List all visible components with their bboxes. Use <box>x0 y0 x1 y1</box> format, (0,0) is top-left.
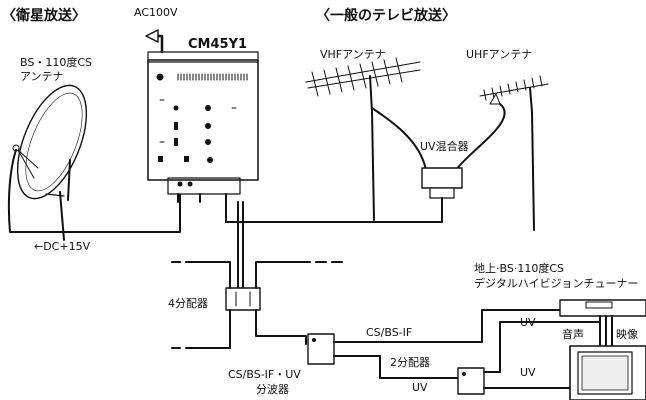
separator-box <box>307 333 335 365</box>
power-plug-icon <box>145 29 164 54</box>
uv-mixer-box <box>421 167 463 199</box>
tuner-label-2: デジタルハイビジョンチューナー <box>474 277 639 290</box>
video-label: 映像 <box>616 328 638 341</box>
booster-model-label: CM45Y1 <box>188 37 248 52</box>
tv-icon <box>569 345 646 400</box>
uhf-antenna-icon <box>479 75 549 231</box>
uv-label-right: UV <box>520 366 536 379</box>
dc-feed-label: ←DC+15V <box>34 240 91 253</box>
four-way-splitter-label: 4分配器 <box>168 297 208 310</box>
two-way-splitter-box <box>457 367 485 395</box>
uv-mixer-label: UV混合器 <box>420 140 469 153</box>
bs-cs-antenna-label-2: アンテナ <box>20 70 64 83</box>
audio-label: 音声 <box>562 328 584 341</box>
uhf-antenna-label: UHFアンテナ <box>466 48 533 61</box>
booster-unit <box>147 51 259 203</box>
cs-bs-if-label: CS/BS-IF <box>366 326 413 339</box>
vhf-antenna-icon <box>305 57 421 221</box>
satellite-header: 〈衛星放送〉 <box>2 8 86 24</box>
uv-label-top: UV <box>520 316 536 329</box>
tuner-box <box>559 299 646 347</box>
terrestrial-header: 〈一般のテレビ放送〉 <box>316 8 456 24</box>
satellite-dish-icon <box>12 84 88 241</box>
tuner-label-1: 地上·BS·110度CS <box>474 262 564 275</box>
four-way-splitter-box <box>225 287 261 311</box>
ac-power-label: AC100V <box>134 6 178 19</box>
two-way-splitter-label: 2分配器 <box>390 356 430 369</box>
separator-label-2: 分波器 <box>256 383 289 396</box>
vhf-antenna-label: VHFアンテナ <box>320 48 386 61</box>
bs-cs-antenna-label-1: BS・110度CS <box>20 56 92 69</box>
separator-label-1: CS/BS-IF・UV <box>228 368 301 381</box>
uv-label-bottom: UV <box>412 381 428 394</box>
